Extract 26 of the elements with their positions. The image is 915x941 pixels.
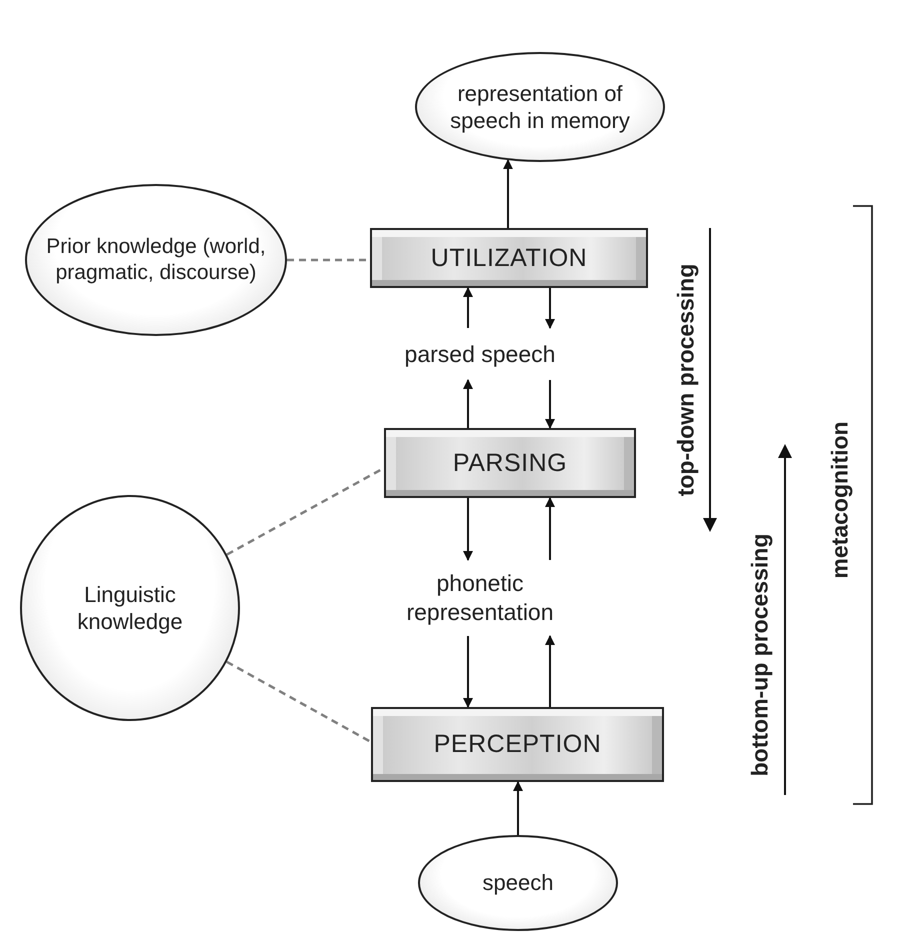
arrow <box>545 288 555 329</box>
arrow <box>463 636 473 708</box>
node-label: Linguistic knowledge <box>76 580 184 636</box>
flow-label: phonetic representation <box>380 568 580 628</box>
arrow <box>545 380 555 429</box>
node-label: representation of speech in memory <box>449 80 631 134</box>
arrow <box>463 287 473 328</box>
arrow <box>513 781 523 835</box>
dashed-connector <box>226 660 372 744</box>
node-label: speech <box>482 869 554 897</box>
axis-label: bottom-up processing <box>746 534 774 776</box>
arrow <box>503 159 513 228</box>
process-box <box>370 228 648 288</box>
arrow <box>545 497 555 560</box>
flow-label: parsed speech <box>400 336 560 372</box>
process-box <box>384 428 636 498</box>
arrow <box>463 379 473 428</box>
axis-label: top-down processing <box>672 264 700 496</box>
arrow <box>545 635 555 707</box>
process-box <box>371 707 664 782</box>
node-label: PERCEPTION <box>434 730 602 759</box>
node-label: PARSING <box>452 448 568 478</box>
axis-label: metacognition <box>826 421 854 579</box>
arrow <box>463 498 473 561</box>
node-label: UTILIZATION <box>430 244 588 272</box>
node-label: Prior knowledge (world, pragmatic, discourse) <box>45 234 267 286</box>
